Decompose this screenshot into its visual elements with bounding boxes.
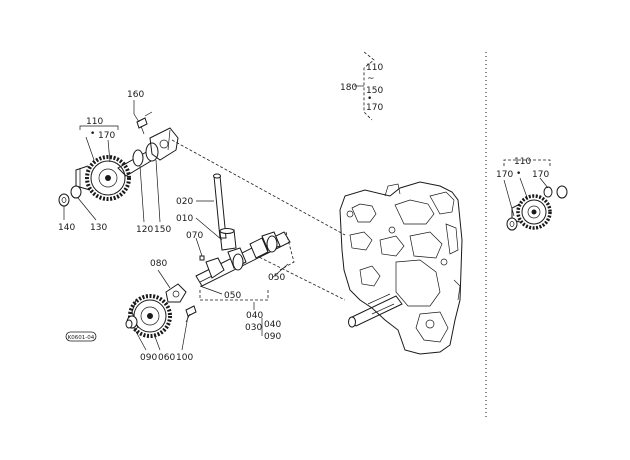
label-tilde-top: ~ [367,74,375,84]
label-110-top: 110 [366,63,383,73]
label-dot-top: • [367,94,372,104]
nut-washer-idle [58,185,82,207]
right-panel-gear [511,194,552,230]
leader-lines [63,51,551,351]
label-150-top: 150 [366,86,383,96]
label-180: 180 [340,83,357,93]
nut-washer-cam [125,315,138,329]
label-030: 030 [245,323,262,333]
label-dot-left: • [90,129,95,139]
push-rod [213,173,227,239]
label-040: 040 [246,311,263,321]
assembly-line-gear [254,254,346,301]
label-040-sub: 040 [264,320,281,330]
cam-gear [128,294,172,338]
label-150: 150 [154,225,171,235]
right-panel-washer [543,185,568,199]
label-170-right-a: 170 [496,170,513,180]
label-090-sub: 090 [264,332,281,342]
label-170-left: 170 [98,131,115,141]
engine-block [339,181,463,355]
label-dot-right: • [516,169,521,179]
label-080: 080 [150,259,167,269]
label-010: 010 [176,214,193,224]
label-020: 020 [176,197,193,207]
label-140: 140 [58,223,75,233]
figure-code-badge: K0601-04 [65,331,97,342]
camshaft [195,231,295,287]
tappet [219,228,237,251]
assembly-line-camshaft [171,139,346,236]
figure-code: K0601-04 [68,335,95,341]
label-070: 070 [186,231,203,241]
label-170-top: 170 [366,103,383,113]
label-060: 060 [158,353,175,363]
label-090: 090 [140,353,157,363]
bolt-160 [136,111,153,135]
label-110-left: 110 [86,117,103,127]
right-panel-nut [506,217,518,231]
label-120: 120 [136,225,153,235]
label-130: 130 [90,223,107,233]
shaft-bracket [149,127,179,161]
label-050-b: 050 [268,273,285,283]
label-160: 160 [127,90,144,100]
label-050-a: 050 [224,291,241,301]
idle-gear [75,155,131,201]
label-170-right-b: 170 [532,170,549,180]
label-110-right: 110 [514,157,531,167]
key-070 [199,255,205,261]
thrust-plate [165,283,187,303]
label-100: 100 [176,353,193,363]
